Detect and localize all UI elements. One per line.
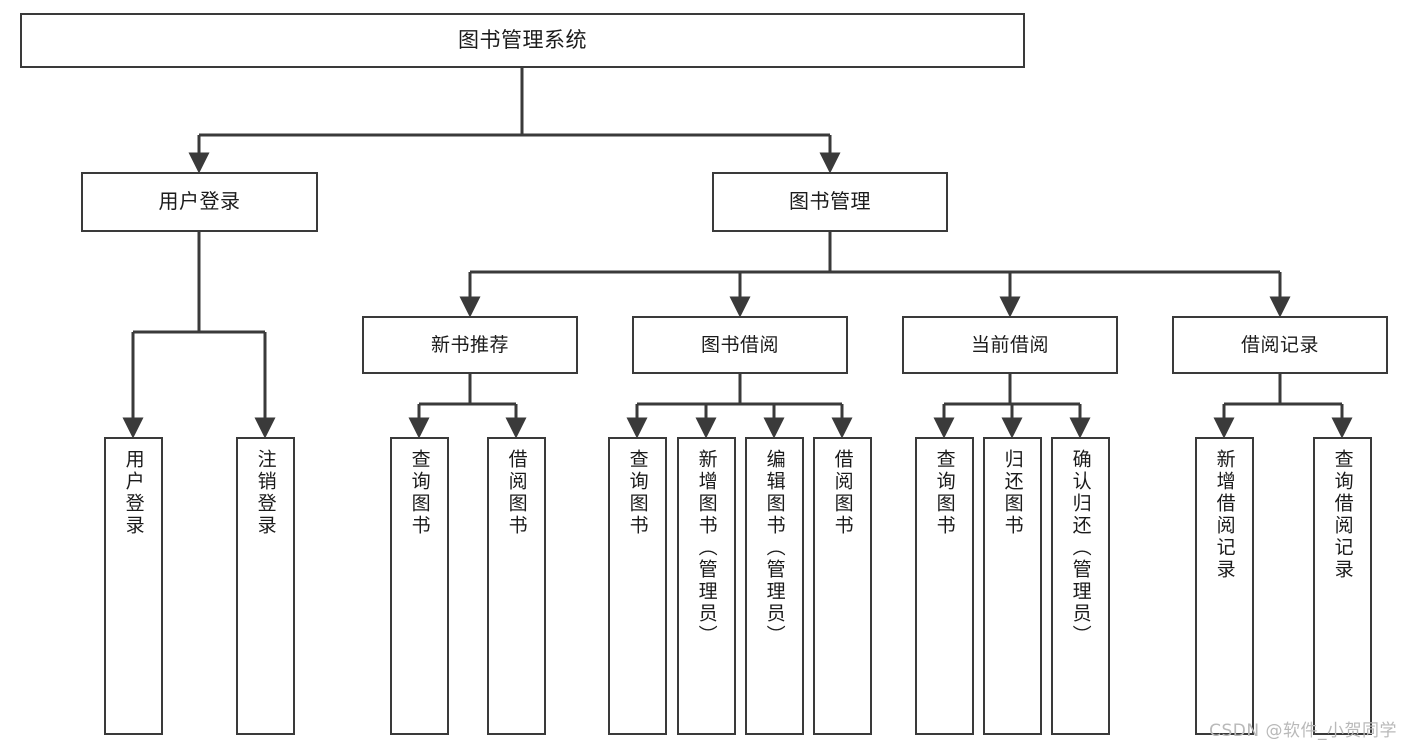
leaf-confirm-return[interactable]: 确认归还（管理员） bbox=[1051, 437, 1110, 735]
leaf-query-book-1-label: 查询图书 bbox=[408, 449, 431, 537]
node-book-borrow-label: 图书借阅 bbox=[700, 333, 779, 356]
leaf-confirm-return-label: 确认归还（管理员） bbox=[1069, 449, 1092, 647]
node-user-login[interactable]: 用户登录 bbox=[81, 172, 318, 232]
node-book-manage[interactable]: 图书管理 bbox=[712, 172, 948, 232]
leaf-query-book-1[interactable]: 查询图书 bbox=[390, 437, 449, 735]
leaf-query-book-3[interactable]: 查询图书 bbox=[915, 437, 974, 735]
node-root[interactable]: 图书管理系统 bbox=[20, 13, 1025, 68]
node-root-label: 图书管理系统 bbox=[458, 28, 587, 53]
leaf-borrow-book-1[interactable]: 借阅图书 bbox=[487, 437, 546, 735]
node-borrow-record-label: 借阅记录 bbox=[1240, 333, 1319, 356]
leaf-return-book[interactable]: 归还图书 bbox=[983, 437, 1042, 735]
node-book-borrow[interactable]: 图书借阅 bbox=[632, 316, 848, 374]
leaf-user-login[interactable]: 用户登录 bbox=[104, 437, 163, 735]
leaf-logout-label: 注销登录 bbox=[254, 449, 277, 537]
leaf-query-record[interactable]: 查询借阅记录 bbox=[1313, 437, 1372, 735]
leaf-borrow-book-2[interactable]: 借阅图书 bbox=[813, 437, 872, 735]
leaf-edit-book-label: 编辑图书（管理员） bbox=[763, 449, 786, 647]
node-current-borrow[interactable]: 当前借阅 bbox=[902, 316, 1118, 374]
leaf-query-book-2[interactable]: 查询图书 bbox=[608, 437, 667, 735]
node-current-borrow-label: 当前借阅 bbox=[970, 333, 1049, 356]
leaf-add-book[interactable]: 新增图书（管理员） bbox=[677, 437, 736, 735]
leaf-borrow-book-2-label: 借阅图书 bbox=[831, 449, 854, 537]
node-new-book-rec[interactable]: 新书推荐 bbox=[362, 316, 578, 374]
node-user-login-label: 用户登录 bbox=[158, 189, 241, 214]
csdn-watermark: CSDN @软件_小贺同学 bbox=[1209, 721, 1397, 741]
leaf-add-record[interactable]: 新增借阅记录 bbox=[1195, 437, 1254, 735]
leaf-query-book-3-label: 查询图书 bbox=[933, 449, 956, 537]
leaf-borrow-book-1-label: 借阅图书 bbox=[505, 449, 528, 537]
leaf-add-record-label: 新增借阅记录 bbox=[1213, 449, 1236, 581]
node-book-manage-label: 图书管理 bbox=[789, 189, 871, 214]
node-borrow-record[interactable]: 借阅记录 bbox=[1172, 316, 1388, 374]
node-new-book-rec-label: 新书推荐 bbox=[430, 333, 509, 356]
leaf-user-login-label: 用户登录 bbox=[122, 449, 145, 537]
leaf-return-book-label: 归还图书 bbox=[1001, 449, 1024, 537]
leaf-query-book-2-label: 查询图书 bbox=[626, 449, 649, 537]
leaf-edit-book[interactable]: 编辑图书（管理员） bbox=[745, 437, 804, 735]
leaf-query-record-label: 查询借阅记录 bbox=[1331, 449, 1354, 581]
leaf-logout[interactable]: 注销登录 bbox=[236, 437, 295, 735]
leaf-add-book-label: 新增图书（管理员） bbox=[695, 449, 718, 647]
